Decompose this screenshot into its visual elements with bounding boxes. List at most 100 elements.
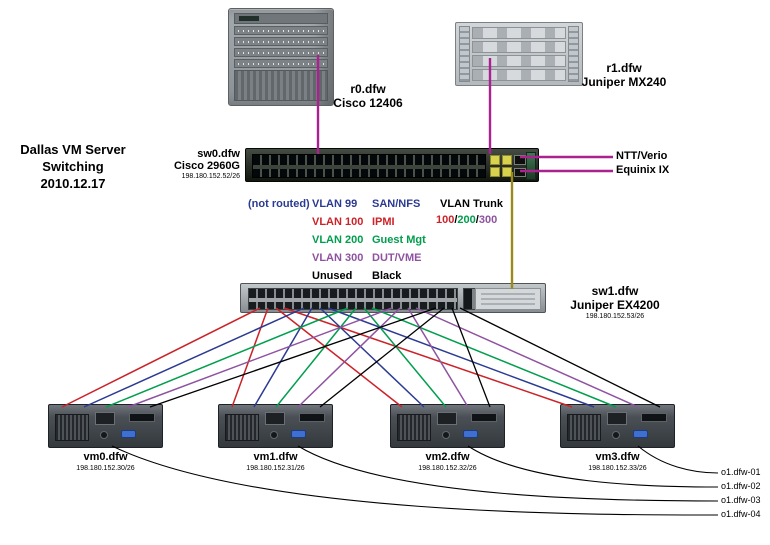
link-sw1-vm1-vlan99 — [253, 307, 313, 408]
trunk-separator: / — [475, 214, 479, 226]
switch-sw1-mgmt-panel — [475, 288, 541, 310]
link-sw1-vm3-vlan100 — [283, 307, 573, 408]
server-vm1-label: vm1.dfw 198.180.152.31/26 — [208, 451, 343, 473]
vm0-ip: 198.180.152.30/26 — [76, 465, 135, 472]
server-vm0-image — [48, 404, 163, 448]
link-sw1-vm2-vlan99 — [319, 307, 425, 408]
server-psu — [607, 412, 627, 425]
router-r1-card-slot — [472, 55, 566, 67]
legend-row-unused: Unused Black — [248, 270, 426, 288]
trunk-vlan-300: 300 — [478, 214, 498, 226]
switch-sw0-end-cap — [526, 152, 536, 180]
link-sw1-vm1-vlan100 — [231, 307, 269, 408]
router-r0-image — [228, 8, 334, 106]
external-link-o1dfw02-label: o1.dfw-02 — [721, 481, 761, 491]
link-sw1-vm1-vlan300 — [297, 307, 401, 408]
link-sw1-vm3-vlan99 — [327, 307, 595, 408]
vm2-ip: 198.180.152.32/26 — [418, 465, 477, 472]
legend-vlan: Unused — [312, 270, 353, 282]
server-power-socket — [442, 431, 450, 439]
server-vent — [567, 414, 601, 441]
switch-sw1-ports — [248, 288, 458, 310]
server-power-socket — [270, 431, 278, 439]
router-r0-fan-grille — [234, 70, 328, 101]
sw0-hostname: sw0.dfw — [197, 148, 240, 160]
server-vm3-label: vm3.dfw 198.180.152.33/26 — [550, 451, 685, 473]
server-vga-port — [633, 430, 648, 438]
legend-desc: IPMI — [372, 216, 395, 228]
server-vm0-label: vm0.dfw 198.180.152.30/26 — [38, 451, 173, 473]
vm3-hostname: vm3.dfw — [595, 451, 640, 463]
sw1-ip: 198.180.152.53/26 — [585, 313, 645, 320]
external-link-o1dfw01-label: o1.dfw-01 — [721, 467, 761, 477]
legend-row-vlan100: VLAN 100 IPMI — [248, 216, 426, 234]
vlan100-links — [61, 307, 573, 408]
router-r1-card-slot — [472, 41, 566, 53]
server-psu — [437, 412, 457, 425]
server-vga-port — [463, 430, 478, 438]
external-link-o1dfw03-label: o1.dfw-03 — [721, 495, 761, 505]
link-sw1-vm2-vlan200 — [363, 307, 447, 408]
link-sw1-vm3-unused — [459, 307, 661, 408]
switch-sw0-label: sw0.dfw Cisco 2960G 198.180.152.52/26 — [126, 148, 240, 181]
vm0-hostname: vm0.dfw — [83, 451, 128, 463]
r0-model: Cisco 12406 — [333, 96, 403, 110]
link-sw1-vm2-vlan100 — [275, 307, 403, 408]
sw0-model: Cisco 2960G — [173, 160, 240, 172]
link-sw1-vm0-vlan300 — [127, 307, 393, 408]
router-r0-label: r0.dfw Cisco 12406 — [320, 82, 416, 110]
vlan-trunk-ids: 100/200/300 — [436, 214, 497, 226]
sw1-model: Juniper EX4200 — [570, 298, 660, 312]
server-vm2-label: vm2.dfw 198.180.152.32/26 — [380, 451, 515, 473]
vm1-ip: 198.180.152.31/26 — [246, 465, 305, 472]
vlan-trunk-title: VLAN Trunk — [440, 198, 503, 210]
link-sw1-vm0-vlan99 — [83, 307, 305, 408]
vlan-legend: (not routed) VLAN 99 SAN/NFS VLAN 100 IP… — [248, 198, 426, 288]
server-vga-port — [121, 430, 136, 438]
server-io-ports — [299, 413, 325, 422]
title-line2: Switching — [42, 159, 104, 174]
external-link-o1dfw04-label: o1.dfw-04 — [721, 509, 761, 519]
vlan200-links — [105, 307, 617, 408]
link-sw1-vm2-unused — [451, 307, 491, 408]
link-sw1-vm0-unused — [149, 307, 437, 408]
legend-vlan: VLAN 100 — [312, 216, 364, 228]
server-vent — [55, 414, 89, 441]
router-r0-linecard — [234, 37, 328, 46]
link-sw1-vm2-vlan300 — [407, 307, 469, 408]
router-r1-card-slot — [472, 69, 566, 81]
server-vm3-image — [560, 404, 675, 448]
vlan300-links — [127, 307, 639, 408]
router-r0-display-panel — [234, 13, 328, 24]
legend-spacer — [248, 270, 312, 288]
sw1-hostname: sw1.dfw — [591, 284, 639, 298]
server-io-ports — [641, 413, 667, 422]
router-r0-linecard — [234, 48, 328, 57]
legend-row-vlan99: (not routed) VLAN 99 SAN/NFS — [248, 198, 426, 216]
router-r0-linecard — [234, 59, 328, 68]
link-sw1-vm3-vlan200 — [371, 307, 617, 408]
trunk-vlan-200: 200 — [457, 214, 476, 226]
server-vent — [225, 414, 259, 441]
switch-sw0-ports — [252, 154, 486, 178]
switch-sw0-uplink-ports — [514, 155, 526, 177]
unused-links — [149, 307, 661, 408]
link-sw1-vm1-unused — [319, 307, 445, 408]
vm1-hostname: vm1.dfw — [253, 451, 298, 463]
server-io-ports — [129, 413, 155, 422]
link-sw1-vm1-vlan200 — [275, 307, 357, 408]
trunk-vlan-100: 100 — [436, 214, 455, 226]
legend-vlan: VLAN 200 — [312, 234, 364, 246]
legend-row-vlan300: VLAN 300 DUT/VME — [248, 252, 426, 270]
link-sw1-vm0-vlan100 — [61, 307, 261, 408]
vm3-ip: 198.180.152.33/26 — [588, 465, 647, 472]
sw0-ip: 198.180.152.52/26 — [181, 173, 240, 180]
link-sw1-vm3-vlan300 — [415, 307, 639, 408]
router-r1-card-slot — [472, 27, 566, 39]
link-sw1-vm0-vlan200 — [105, 307, 349, 408]
server-vent — [397, 414, 431, 441]
legend-spacer — [248, 252, 312, 270]
server-power-socket — [100, 431, 108, 439]
server-power-socket — [612, 431, 620, 439]
